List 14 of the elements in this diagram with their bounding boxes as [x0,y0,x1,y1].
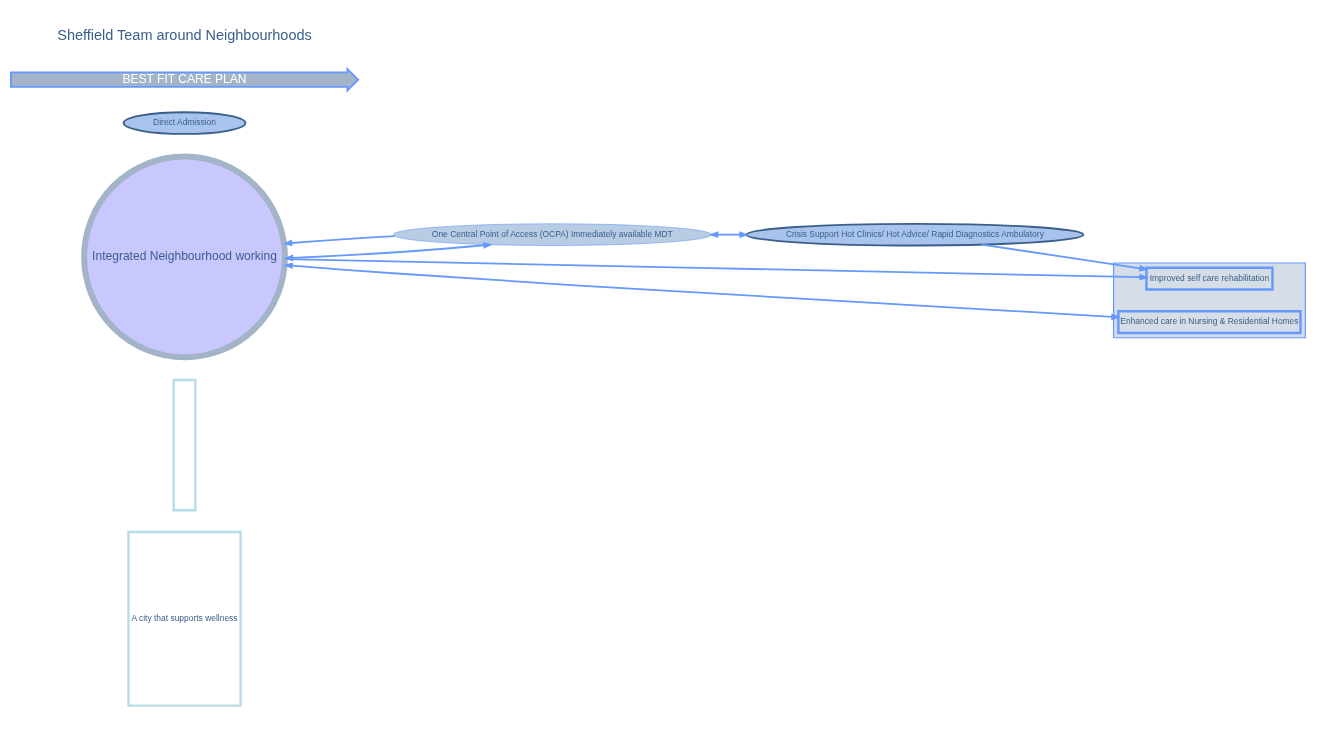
arrow [283,241,493,262]
node-box [172,378,197,512]
node-box: Enhanced care in Nursing & Residential Homes [1117,310,1302,335]
node-box: Improved self care rehabilitation [1145,266,1274,291]
arrow [283,262,1121,321]
arrow [708,231,750,239]
node-box: A city that supports wellness [127,530,242,707]
arrow [980,243,1149,272]
arrow [282,235,396,247]
label: Sheffield Team around Neighbourhoods [57,27,312,43]
node-ellipse: Direct Admission [122,111,247,135]
node-ellipse: Crisis Support Hot Clinics/ Hot Advice/ Rapid Diagnostics Ambulatory [745,222,1085,247]
node-ellipse: One Central Point of Access (OCPA) Immediately available MDT [392,223,712,246]
arrow [285,258,1150,281]
